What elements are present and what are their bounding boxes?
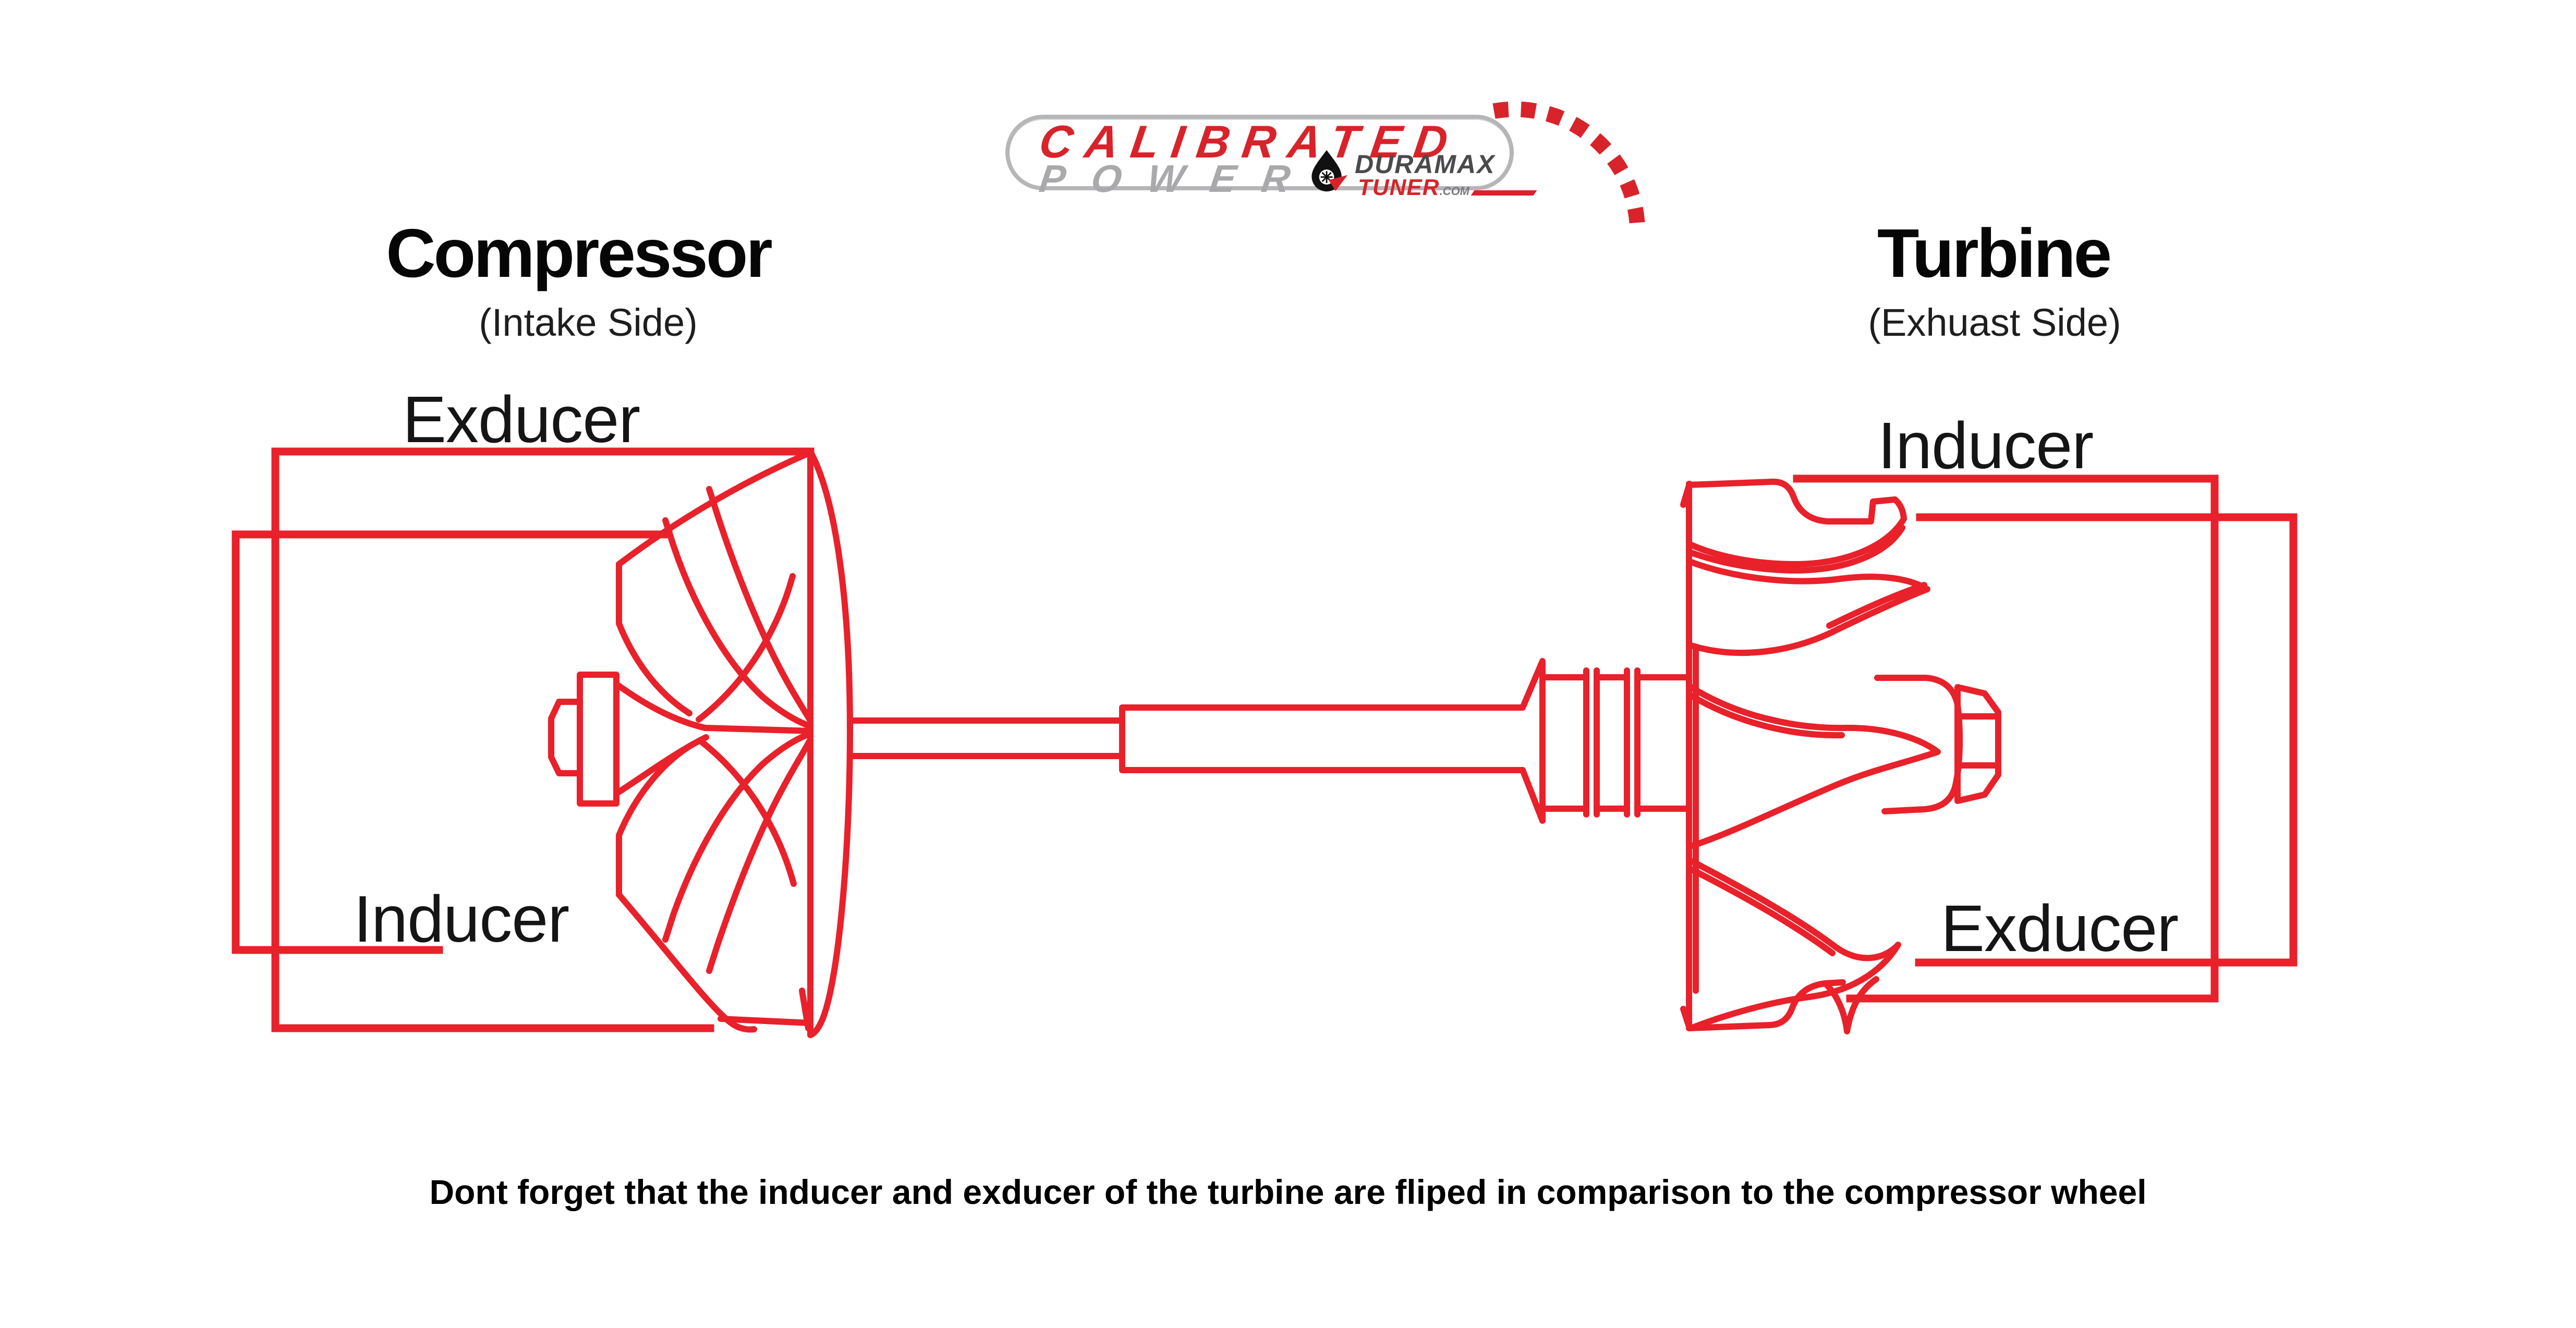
turbo-drop-icon xyxy=(1311,150,1348,192)
label-compressor-exducer: Exducer xyxy=(403,383,640,456)
compressor-leading-edge-top xyxy=(616,561,692,716)
compressor-subtitle: (Intake Side) xyxy=(479,301,698,344)
logo-tuner-com: .COM xyxy=(1439,185,1470,198)
label-compressor-inducer: Inducer xyxy=(354,882,569,956)
seal-collar-rings xyxy=(1539,667,1691,818)
compressor-bottom-rim xyxy=(718,988,813,1031)
left-inducer-box xyxy=(232,530,673,954)
turbine-nut xyxy=(1954,684,2001,804)
turbine-hub-nose xyxy=(1874,675,1963,814)
compressor-title: Compressor xyxy=(386,215,773,291)
compressor-blade-3-top xyxy=(706,486,813,724)
flange-cone xyxy=(1520,658,1546,824)
compressor-blade-2-top xyxy=(662,517,812,729)
compressor-farside-blade-bottom xyxy=(697,737,797,887)
compressor-shroud-bottom xyxy=(616,892,757,1033)
right-inducer-box xyxy=(1793,474,2219,1003)
turbine-title: Turbine xyxy=(1877,215,2112,291)
turbine-blade-3 xyxy=(1689,858,1901,1030)
thin-shaft xyxy=(848,717,1125,759)
compressor-backplate-profile xyxy=(807,448,853,1038)
compressor-hub-step xyxy=(577,672,619,807)
compressor-blade-3-bottom xyxy=(706,736,813,974)
turbine-top-edge xyxy=(1686,478,1907,525)
logo-duramax: DURAMAX xyxy=(1355,150,1496,179)
logo-tuner-row: TUNER.COM xyxy=(1358,175,1537,200)
turbine-blade-2 xyxy=(1688,684,1941,849)
turbine-horn-1 xyxy=(1688,559,1930,656)
calibrated-power-logo: CALIBRATED POWER DURAMAX TUNER.COM xyxy=(991,86,1658,242)
logo-capsule: CALIBRATED POWER DURAMAX TUNER.COM xyxy=(1005,115,1537,200)
logo-tuner: TUNER xyxy=(1358,175,1440,200)
compressor-blade-2-bottom xyxy=(662,731,812,943)
label-turbine-inducer: Inducer xyxy=(1878,409,2094,482)
footer-note: Dont forget that the inducer and exducer… xyxy=(429,1173,2147,1211)
turbine-bottom-edge xyxy=(1686,976,1879,1034)
turbine-blade-1 xyxy=(1688,516,1907,574)
turbine-wheel-art xyxy=(1680,478,2001,1034)
compressor-farside-blade-top xyxy=(696,573,796,723)
turbine-face xyxy=(1680,481,1699,1031)
measurement-boxes xyxy=(232,447,2298,1032)
right-exducer-box xyxy=(1915,513,2298,967)
compressor-wheel-art xyxy=(548,448,853,1038)
compressor-nut xyxy=(548,699,583,776)
compressor-leading-edge-bottom xyxy=(616,742,694,898)
journal-cylinder xyxy=(1119,704,1526,773)
logo-swoosh-dashes xyxy=(1492,101,1645,228)
shaft-assembly xyxy=(848,658,1691,824)
compressor-hub-contour xyxy=(613,681,813,797)
label-turbine-exducer: Exducer xyxy=(1941,892,2179,965)
turbine-subtitle: (Exhuast Side) xyxy=(1868,301,2121,344)
left-exducer-box xyxy=(271,447,815,1032)
duramax-arrow xyxy=(1328,175,1348,191)
